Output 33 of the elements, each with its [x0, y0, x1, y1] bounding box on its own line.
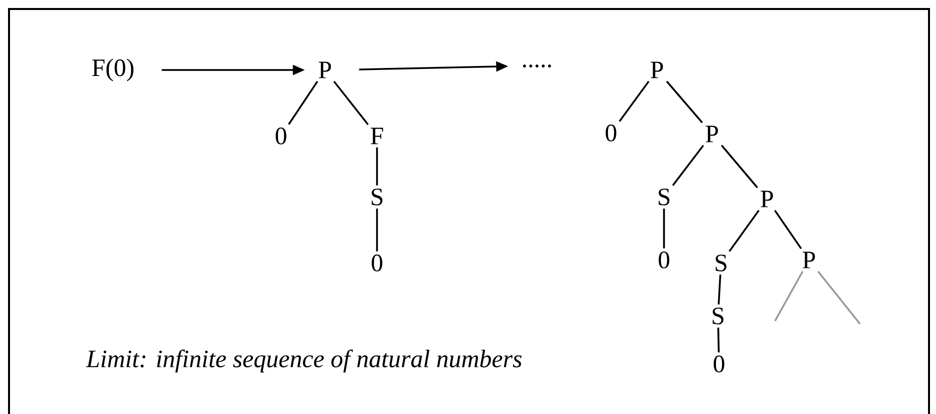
tree-branch: [774, 210, 802, 250]
start-term: F(0): [92, 58, 134, 82]
tree-branch: [663, 208, 665, 248]
tree-symbol: S: [712, 308, 724, 324]
tree-symbol: P: [760, 190, 773, 208]
tree-symbol: 0: [606, 124, 616, 142]
tree-branch: [666, 80, 703, 124]
tree-branch: [672, 144, 704, 186]
tree-symbol: S: [372, 188, 382, 206]
tree-branch: [376, 208, 378, 252]
tree-branch: [376, 147, 378, 186]
tree-symbol: S: [658, 188, 670, 206]
ellipsis: .....: [523, 64, 551, 68]
tree-symbol: P: [802, 252, 815, 268]
tree-symbol: 0: [372, 254, 382, 272]
tree-branch: [618, 80, 650, 122]
tree-branch: [288, 80, 318, 125]
tree-symbol: 0: [658, 252, 670, 268]
tree-branch: [720, 144, 758, 188]
tree-branch: [817, 270, 861, 325]
tree-branch: [718, 274, 722, 304]
tree-symbol: P: [650, 62, 663, 78]
caption: Limit: infinite sequence of natural numbers: [86, 350, 522, 372]
tree-branch: [728, 210, 760, 252]
tree-branch: [333, 80, 369, 126]
tree-symbol: P: [318, 62, 331, 78]
tree-symbol: F: [370, 128, 384, 144]
tree-symbol: P: [706, 126, 718, 142]
tree-symbol: 0: [714, 356, 724, 372]
tree-branch: [717, 328, 720, 352]
tree-symbol: 0: [276, 128, 286, 144]
tree-branch: [774, 270, 804, 322]
tree-symbol: S: [716, 254, 726, 272]
